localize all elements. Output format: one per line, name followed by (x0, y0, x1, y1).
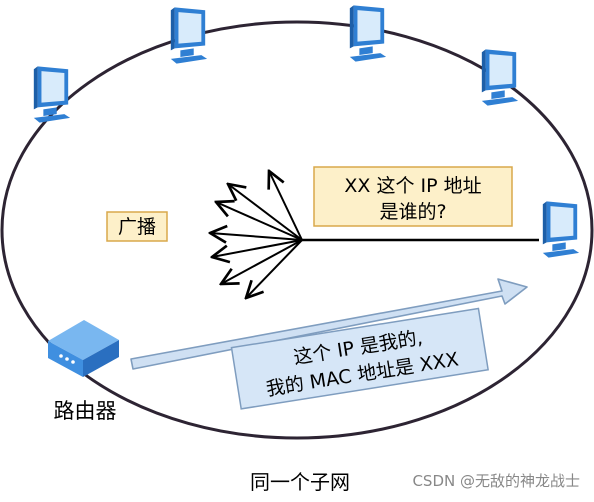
question-box: XX 这个 IP 地址 是谁的? (313, 166, 513, 227)
monitor-icon (33, 66, 71, 123)
broadcast-arrows (210, 171, 303, 298)
question-line-2: 是谁的? (379, 201, 446, 223)
reply-arrow (130, 278, 528, 370)
subnet-ring (0, 20, 594, 440)
question-line-1: XX 这个 IP 地址 (344, 175, 481, 197)
broadcast-label-box: 广播 (106, 211, 168, 242)
router-icon (48, 320, 119, 377)
monitor-icon (170, 7, 208, 64)
monitor-icon (481, 49, 519, 106)
router-label: 路由器 (54, 399, 117, 423)
monitor-icon (542, 201, 580, 258)
subnet-caption: 同一个子网 (250, 470, 350, 494)
monitor-icon (349, 5, 387, 62)
broadcast-label: 广播 (118, 216, 156, 238)
watermark: CSDN @无敌的神龙战士 (412, 472, 580, 490)
